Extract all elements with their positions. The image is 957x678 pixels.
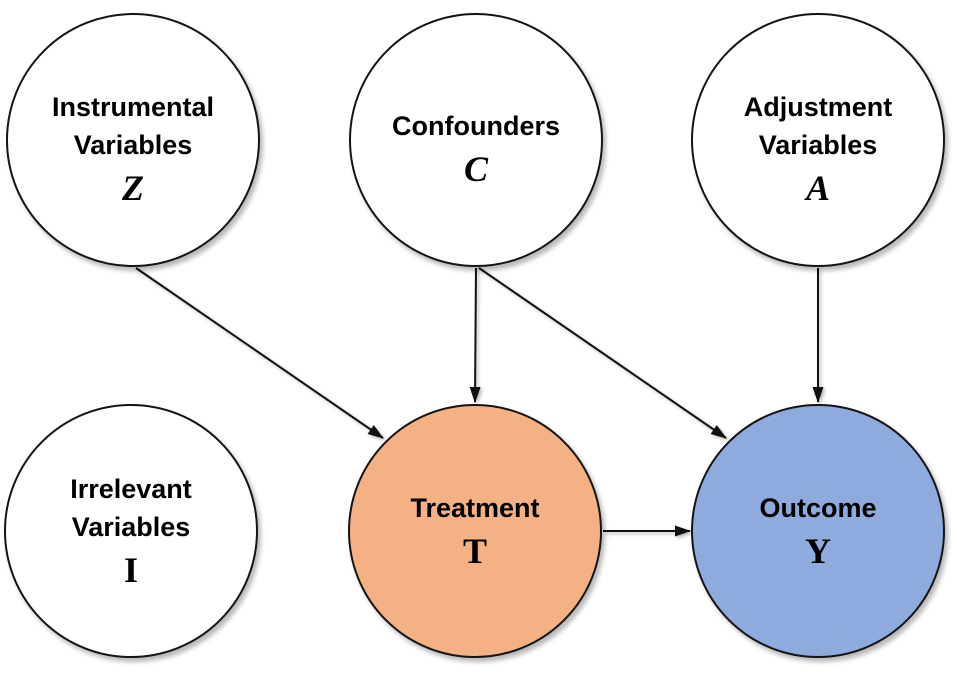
edge-c-to-y	[478, 267, 727, 439]
edge-z-to-t	[135, 267, 384, 439]
node-symbol-t: T	[462, 531, 487, 572]
node-adjustment-label: Adjustment Variables	[743, 92, 893, 161]
node-outcome: Outcome Y	[691, 404, 945, 658]
node-treatment: Treatment T	[348, 404, 602, 658]
node-confounders-label: Confounders	[392, 111, 560, 142]
node-symbol-c: C	[463, 149, 488, 190]
node-irrelevant-label: Irrelevant Variables	[70, 474, 192, 543]
node-irrelevant-variables: Irrelevant Variables I	[4, 404, 258, 658]
node-symbol-i: I	[123, 550, 138, 590]
node-symbol-z: Z	[122, 168, 144, 208]
node-confounders: Confounders C	[349, 13, 603, 267]
node-treatment-label: Treatment	[410, 493, 540, 524]
edge-c-to-t	[469, 267, 481, 403]
node-adjustment-variables: Adjustment Variables A	[691, 13, 945, 267]
node-instrumental-label: Instrumental Variables	[51, 92, 215, 161]
node-outcome-label: Outcome	[759, 493, 877, 524]
node-symbol-y: Y	[805, 531, 831, 572]
node-symbol-a: A	[805, 168, 830, 208]
node-instrumental-variables: Instrumental Variables Z	[6, 13, 260, 267]
